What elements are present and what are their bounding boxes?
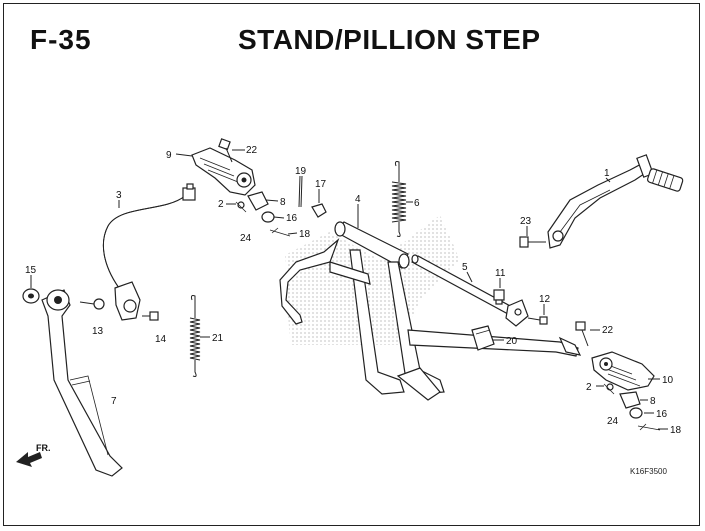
small-parts-upper-group [235, 175, 327, 237]
callout-16-upper: 16 [286, 213, 298, 224]
callout-1: 1 [604, 168, 610, 179]
figure-code: F-35 [30, 24, 92, 55]
callout-labels: 1 2 2 3 4 5 6 7 8 8 9 10 11 12 13 14 15 … [25, 145, 682, 476]
callout-20: 20 [506, 336, 518, 347]
cable-3-part [102, 183, 196, 293]
frame-shading [285, 215, 460, 345]
callout-2-lower: 2 [586, 382, 592, 393]
callout-7: 7 [111, 396, 117, 407]
callout-22-upper: 22 [246, 145, 258, 156]
callout-19: 19 [295, 166, 307, 177]
callout-24-lower: 24 [607, 416, 619, 427]
bolt-22-top-part [218, 138, 233, 163]
callout-5: 5 [462, 262, 468, 273]
pillion-step-bar-part [547, 154, 684, 249]
bolt-12-part [527, 316, 548, 325]
direction-label: FR. [36, 443, 51, 453]
callout-15: 15 [25, 265, 37, 276]
callout-10: 10 [662, 375, 674, 386]
callout-6: 6 [414, 198, 420, 209]
callout-23: 23 [520, 216, 532, 227]
bolt-22-lower-part [575, 321, 589, 347]
callout-24-upper: 24 [240, 233, 252, 244]
front-direction-arrow: FR. [16, 443, 51, 467]
nut-15-part [22, 288, 40, 304]
spring-6-part [391, 161, 407, 237]
spring-21-part [189, 295, 201, 377]
callout-4: 4 [355, 194, 361, 205]
callout-21: 21 [212, 333, 224, 344]
figure-title: STAND/PILLION STEP [238, 24, 541, 55]
callout-8-upper: 8 [280, 197, 286, 208]
callout-14: 14 [155, 334, 167, 345]
callout-8-lower: 8 [650, 396, 656, 407]
small-parts-lower-group [603, 383, 661, 431]
callout-13: 13 [92, 326, 104, 337]
callout-9: 9 [166, 150, 172, 161]
callout-18-lower: 18 [670, 425, 682, 436]
callout-18-upper: 18 [299, 229, 311, 240]
callout-11: 11 [495, 268, 506, 279]
side-stand-7-part [41, 289, 123, 477]
switch-13-part [79, 281, 159, 321]
leader-lines [30, 149, 668, 430]
callout-3: 3 [116, 190, 122, 201]
nut-11-part [493, 289, 505, 305]
step-9-part [191, 147, 256, 196]
callout-17: 17 [315, 179, 327, 190]
step-10-part [591, 351, 655, 391]
drawing-reference: K16F3500 [630, 467, 667, 476]
bracket-20-part [471, 325, 495, 351]
callout-12: 12 [539, 294, 551, 305]
callout-16-lower: 16 [656, 409, 668, 420]
bolt-23-part [519, 236, 546, 248]
bracket-near-12-part [505, 299, 529, 327]
callout-22-lower: 22 [602, 325, 614, 336]
callout-2-upper: 2 [218, 199, 224, 210]
